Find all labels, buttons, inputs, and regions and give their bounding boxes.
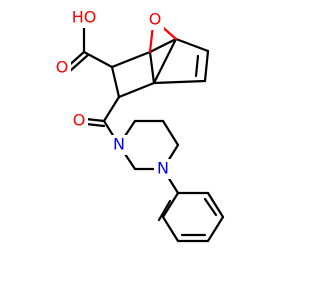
bond-ph-1-inner bbox=[157, 199, 172, 222]
bond-ph-2 bbox=[161, 215, 180, 243]
bond-acid-c-ring bbox=[82, 50, 114, 69]
molecule-diagram: HO O O O N N bbox=[53, 7, 225, 243]
bond-c3-c4 bbox=[117, 81, 156, 99]
bond-c6-c5-double bbox=[194, 54, 200, 78]
bridge-oxygen-label: O bbox=[149, 10, 162, 29]
acid-oxygen-label: O bbox=[56, 58, 69, 77]
bond-c3-amide-c bbox=[102, 95, 121, 123]
structure-canvas: HO O O O N N bbox=[53, 7, 225, 243]
piperazine-n1-label-bg bbox=[110, 135, 128, 155]
bond-ph-5 bbox=[206, 191, 225, 219]
hydroxyl-label-bg bbox=[67, 8, 101, 28]
bond-amide-c-o-double bbox=[84, 122, 106, 128]
amide-oxygen-label: O bbox=[73, 111, 86, 130]
bond-ph-4 bbox=[206, 215, 225, 243]
hydroxyl-label: HO bbox=[72, 8, 97, 27]
bond-c2-c3 bbox=[110, 65, 121, 99]
bond-c1-c7 bbox=[148, 37, 178, 54]
amide-oxygen-label-bg bbox=[70, 111, 88, 131]
bond-amide-c-o bbox=[84, 117, 106, 123]
piperazine-n4-label-bg bbox=[154, 159, 172, 179]
bond-c1-c4 bbox=[148, 50, 156, 85]
bond-c5-c4 bbox=[152, 79, 207, 85]
piperazine-n4-label: N bbox=[157, 159, 169, 178]
bond-pip-c3-c4 bbox=[161, 119, 180, 147]
piperazine-n1-label: N bbox=[113, 135, 125, 154]
acid-oxygen-label-bg bbox=[53, 58, 71, 78]
bridge-oxygen-label-bg bbox=[146, 10, 164, 30]
bond-c2-c1 bbox=[110, 50, 152, 69]
bond-ph-5-inner bbox=[203, 197, 218, 217]
bond-c7-c6 bbox=[174, 37, 210, 53]
bond-c6-c5 bbox=[203, 49, 210, 83]
bond-acid-c-o-double bbox=[68, 53, 90, 73]
bond-c4-c7 bbox=[152, 37, 178, 85]
bond-ph-1 bbox=[161, 191, 180, 219]
